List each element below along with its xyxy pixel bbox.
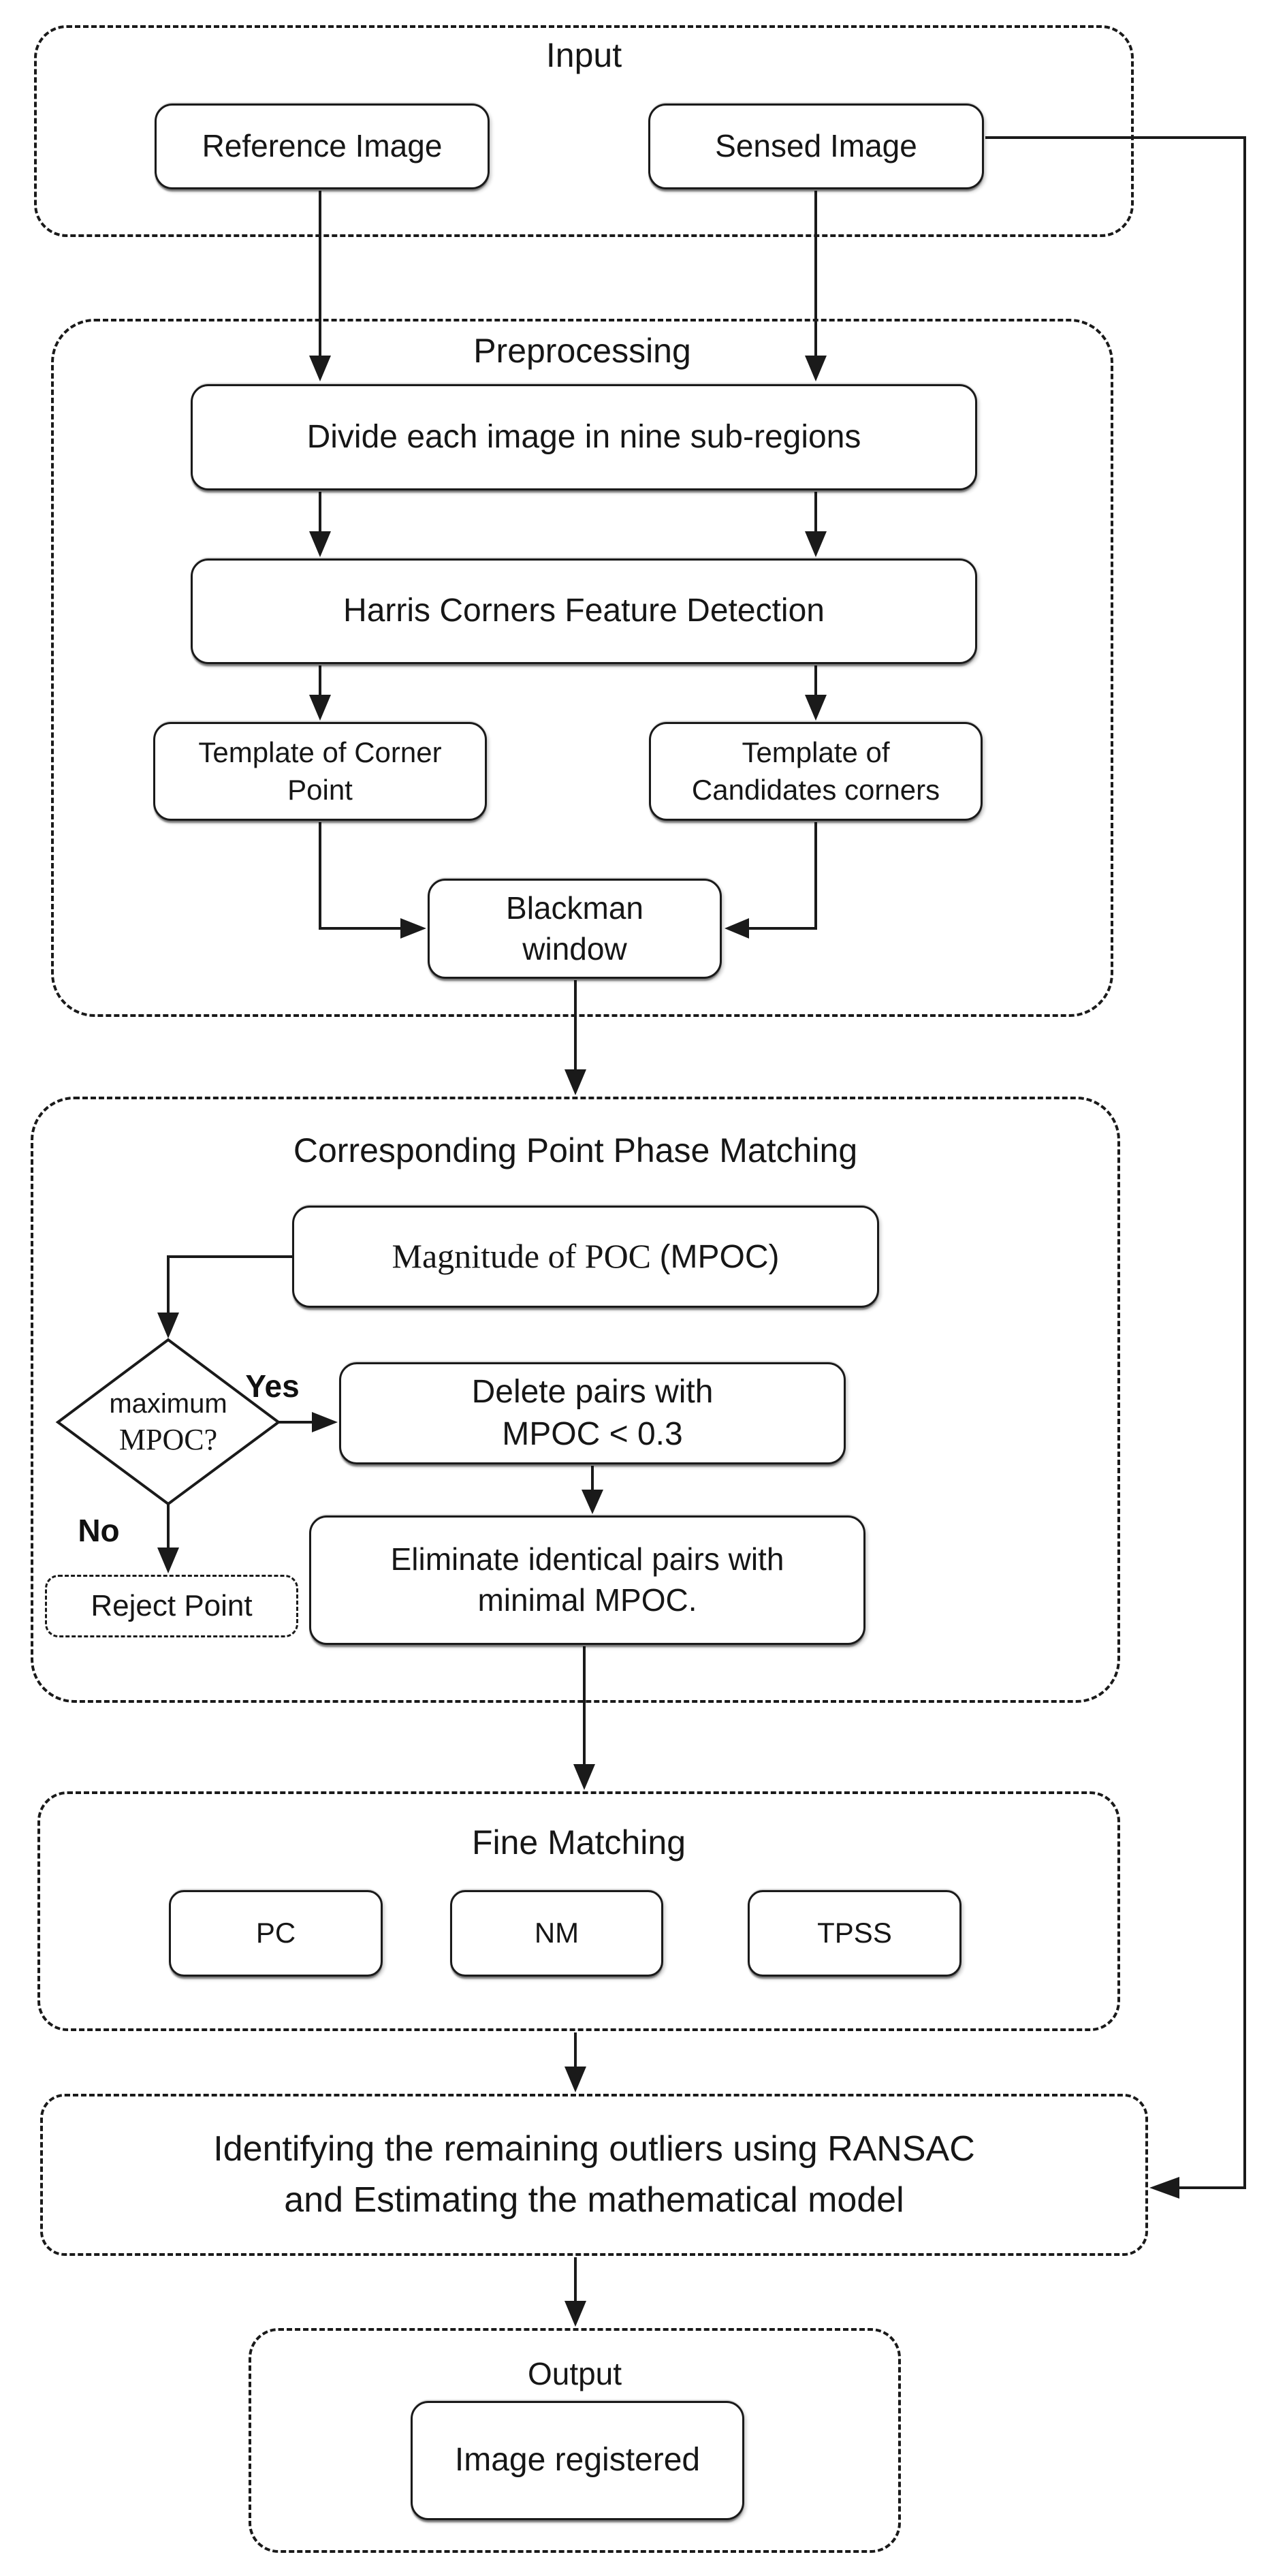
blackman-line1: Blackman xyxy=(506,890,643,926)
reference-image-node: Reference Image xyxy=(155,104,490,189)
preprocessing-zone-title: Preprocessing xyxy=(473,332,691,370)
output-zone-title: Output xyxy=(527,2356,622,2391)
decision-diamond-shape xyxy=(55,1338,281,1506)
delete-pairs-line2: MPOC < 0.3 xyxy=(502,1416,683,1452)
template-candidates-node: Template of Candidates corners xyxy=(649,722,983,821)
mpoc-label-serif: Magnitude of POC xyxy=(392,1237,660,1276)
yes-label: Yes xyxy=(245,1368,300,1404)
pc-node: PC xyxy=(169,1890,383,1977)
ransac-line2: and Estimating the mathematical model xyxy=(284,2180,904,2220)
mpoc-label-sans: (MPOC) xyxy=(659,1239,780,1276)
reject-point-node: Reject Point xyxy=(45,1575,298,1637)
image-registered-node: Image registered xyxy=(411,2401,744,2520)
template-candidates-line1: Template of xyxy=(742,736,890,768)
nm-node: NM xyxy=(450,1890,663,1977)
tpss-label: TPSS xyxy=(817,1917,892,1949)
mpoc-node: Magnitude of POC (MPOC) xyxy=(292,1206,879,1308)
template-corner-line2: Point xyxy=(287,773,353,806)
wire-candidates-to-blackman xyxy=(749,822,817,930)
output-zone xyxy=(249,2328,901,2553)
delete-pairs-line1: Delete pairs with xyxy=(471,1373,714,1410)
input-zone-title: Input xyxy=(545,36,622,74)
wire-corner-to-blackman xyxy=(319,822,400,930)
template-corner-node: Template of Corner Point xyxy=(153,722,487,821)
no-label: No xyxy=(78,1513,120,1548)
ransac-node: Identifying the remaining outliers using… xyxy=(40,2094,1148,2256)
blackman-window-node: Blackman window xyxy=(428,879,722,979)
divide-subregions-label: Divide each image in nine sub-regions xyxy=(306,418,861,455)
pc-label: PC xyxy=(255,1917,296,1949)
fine-matching-zone xyxy=(37,1791,1120,2031)
delete-pairs-node: Delete pairs with MPOC < 0.3 xyxy=(339,1362,846,1464)
image-registered-label: Image registered xyxy=(454,2442,701,2479)
wire-mpoc-to-decision xyxy=(167,1255,292,1313)
template-candidates-line2: Candidates corners xyxy=(691,773,940,806)
arrowheads xyxy=(157,356,1179,2327)
harris-corners-label: Harris Corners Feature Detection xyxy=(343,593,825,629)
nm-label: NM xyxy=(534,1917,579,1949)
reject-point-label: Reject Point xyxy=(91,1589,253,1623)
decision-diamond-text: maximum MPOC? xyxy=(66,1381,270,1463)
input-zone xyxy=(34,25,1134,237)
reference-image-label: Reference Image xyxy=(202,128,443,164)
ransac-line1: Identifying the remaining outliers using… xyxy=(213,2129,975,2169)
mpoc-label: Magnitude of POC (MPOC) xyxy=(392,1234,779,1278)
harris-corners-node: Harris Corners Feature Detection xyxy=(191,559,977,664)
sensed-image-node: Sensed Image xyxy=(648,104,984,189)
sensed-image-label: Sensed Image xyxy=(715,128,917,164)
preprocessing-zone xyxy=(51,319,1113,1017)
decision-line1: maximum xyxy=(109,1388,227,1419)
eliminate-pairs-line2: minimal MPOC. xyxy=(477,1582,697,1618)
wire-sensed-feedback xyxy=(985,136,1246,2189)
decision-line2: MPOC? xyxy=(118,1422,218,1456)
tpss-node: TPSS xyxy=(748,1890,961,1977)
divide-subregions-node: Divide each image in nine sub-regions xyxy=(191,384,977,490)
matching-zone xyxy=(31,1097,1120,1703)
eliminate-pairs-node: Eliminate identical pairs with minimal M… xyxy=(309,1515,865,1645)
blackman-line2: window xyxy=(522,930,627,967)
matching-zone-title: Corresponding Point Phase Matching xyxy=(293,1131,858,1169)
fine-matching-zone-title: Fine Matching xyxy=(471,1823,686,1862)
eliminate-pairs-line1: Eliminate identical pairs with xyxy=(390,1541,784,1577)
template-corner-line1: Template of Corner xyxy=(198,736,442,768)
